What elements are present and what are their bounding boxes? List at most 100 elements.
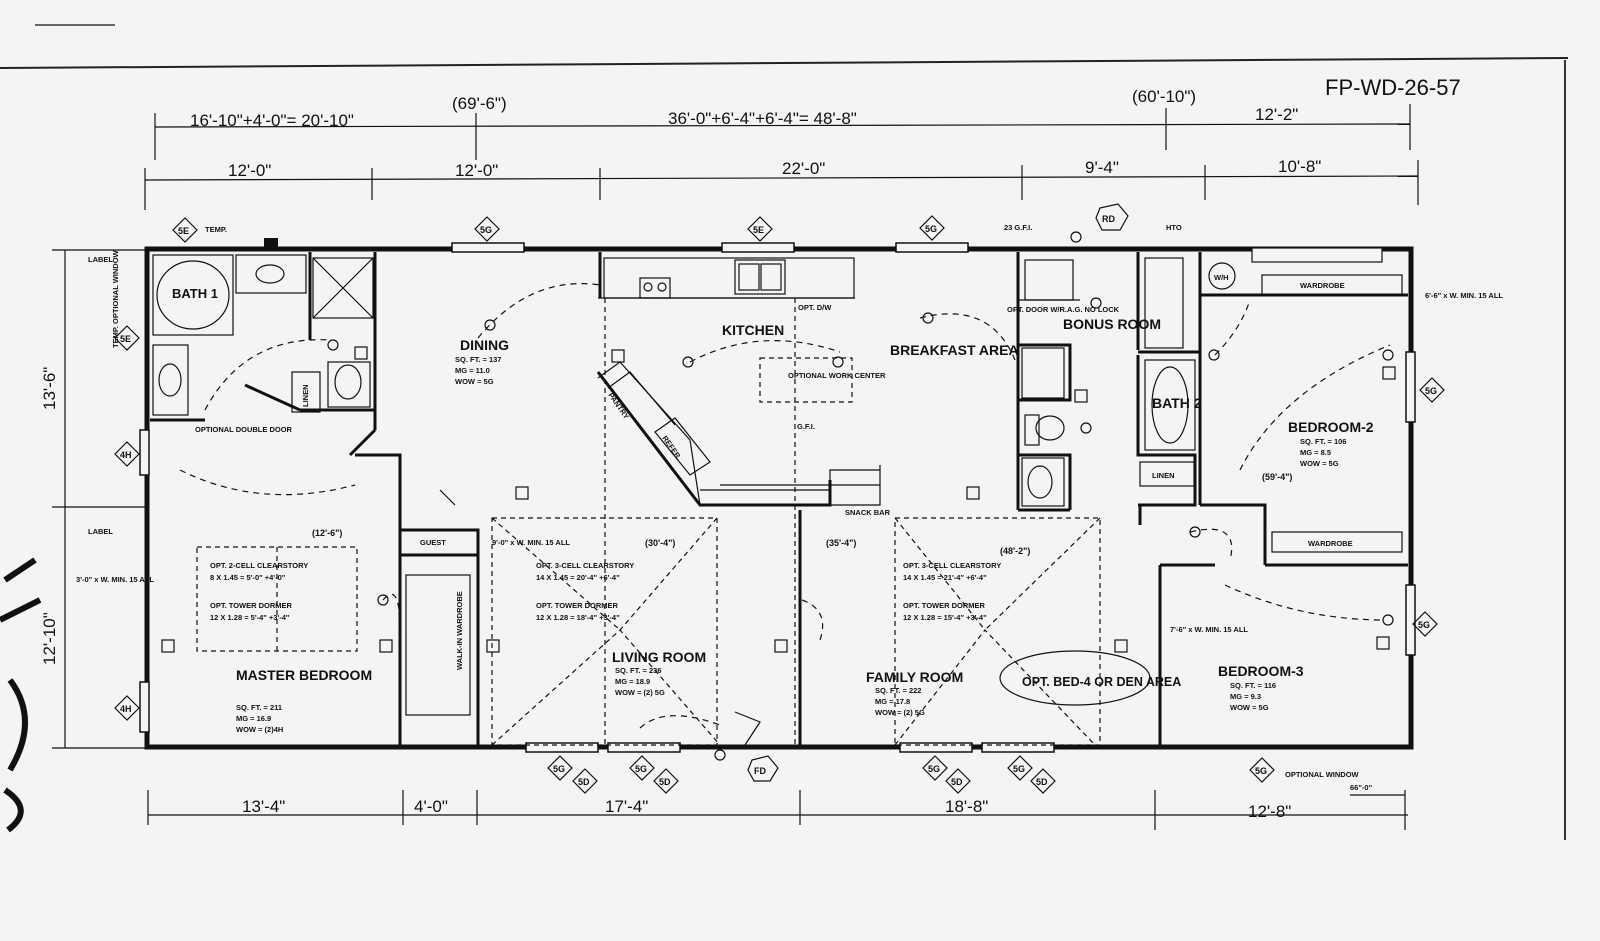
overall-length-note: (69'-6") [452, 94, 507, 113]
room-bedroom-3: BEDROOM-3 [1218, 663, 1304, 679]
bottom-dim-2: 4'-0" [414, 797, 448, 816]
top-right-total: 36'-0"+6'-4"+6'-4"= 48'-8" [668, 109, 857, 128]
svg-text:5G: 5G [480, 225, 492, 235]
window-tag-13: 5D [653, 768, 679, 794]
cl-right-4: 12 X 1.28 = 15'-4" +3'-4" [903, 613, 987, 622]
water-heater: W/H [1214, 273, 1229, 282]
wardrobe-1: WARDROBE [1300, 281, 1345, 290]
cl-mid-4: 12 X 1.28 = 18'-4" +3'-4" [536, 613, 620, 622]
window-tag-6: 4H [114, 441, 140, 467]
cl-mid-2: 14 X 1.45 = 20'-4" +6'-4" [536, 573, 620, 582]
rd-tag: RD [1102, 214, 1115, 224]
fd-tag: FD [754, 766, 766, 776]
gfi-label: G.F.I. [797, 422, 815, 431]
bath-1-fixtures: LINEN BATH 1 OPTIONAL DOUBLE DOOR TEMP. [152, 225, 374, 434]
bed2-wow: WOW = 5G [1300, 459, 1339, 468]
cl-left-4: 12 X 1.28 = 5'-4" +3'-4" [210, 613, 290, 622]
window-tag-17: 5D [1030, 768, 1056, 794]
window-tag-10: 5G [547, 755, 573, 781]
plan-notes: (12'-6") (30'-4") (35'-4") (48'-2") (59'… [312, 291, 1503, 779]
room-bath-1: BATH 1 [172, 286, 218, 301]
left-label-1: LABEL [88, 255, 113, 264]
svg-text:4H: 4H [120, 704, 132, 714]
door-swings [179, 283, 1391, 746]
optional-work-center: OPTIONAL WORK CENTER [788, 371, 886, 380]
opt-dw: OPT. D/W [798, 303, 832, 312]
top-left-total: 16'-10"+4'-0"= 20'-10" [190, 111, 354, 130]
note-48-2: (48'-2") [1000, 546, 1030, 556]
dim-seg-1: 12'-0" [228, 161, 271, 180]
bed2-mg: MG = 8.5 [1300, 448, 1331, 457]
top-dimension-row-1: 16'-10"+4'-0"= 20'-10" (69'-6") 36'-0"+6… [154, 87, 1411, 160]
note-12-6: (12'-6") [312, 528, 342, 538]
master-wow: WOW = (2)4H [236, 725, 283, 734]
room-bath-2: BATH 2 [1152, 395, 1202, 411]
bonus-bath2-fixtures: OPT. DOOR W/R.A.G. NO LOCK LINEN W/H WAR… [1004, 223, 1403, 553]
living-sqft: SQ. FT. = 236 [615, 666, 661, 675]
svg-text:5E: 5E [120, 334, 131, 344]
family-mg: MG = 17.8 [875, 697, 910, 706]
window-tag-7: 4H [114, 695, 140, 721]
window-tag-16: 5G [1007, 755, 1033, 781]
note-30-4: (30'-4") [645, 538, 675, 548]
pantry-label: PANTRY [606, 391, 631, 421]
dining-mg: MG = 11.0 [455, 366, 490, 375]
clearstory-notes-right: OPT. 3-CELL CLEARSTORY 14 X 1.45 = 21'-4… [903, 561, 1001, 622]
note-35-4: (35'-4") [826, 538, 856, 548]
hto-note: HTO [1166, 223, 1182, 232]
clearstory-notes-mid: OPT. 3-CELL CLEARSTORY 14 X 1.45 = 20'-4… [536, 561, 634, 622]
bed2-sqft: SQ. FT. = 106 [1300, 437, 1346, 446]
master-mg: MG = 16.9 [236, 714, 271, 723]
window-tag-4: 5G [919, 215, 945, 241]
rd-fd-tags: RD FD [747, 203, 1129, 782]
kitchen-fixtures: OPTIONAL WORK CENTER OPT. D/W G.F.I. PAN… [597, 257, 891, 517]
top-windows [139, 242, 1416, 753]
temp-optional-window: TEMP. OPTIONAL WINDOW [111, 249, 120, 348]
guest-label: GUEST [420, 538, 446, 547]
room-family: FAMILY ROOM [866, 669, 963, 685]
interior-walls [150, 252, 1408, 745]
snack-bar: SNACK BAR [845, 508, 891, 517]
cl-left-2: 8 X 1.45 = 5'-0" +4'-0" [210, 573, 286, 582]
window-tag-3: 5E [747, 216, 773, 242]
room-dining: DINING [460, 337, 509, 353]
side-dim-upper: 13'-6" [40, 367, 59, 410]
family-sqft: SQ. FT. = 222 [875, 686, 921, 695]
opt-bed-4: OPT. BED-4 OR DEN AREA [1022, 675, 1181, 689]
bed3-mg: MG = 9.3 [1230, 692, 1261, 701]
optional-window: OPTIONAL WINDOW [1285, 770, 1360, 779]
room-bedroom-2: BEDROOM-2 [1288, 419, 1374, 435]
svg-text:5G: 5G [1013, 764, 1025, 774]
plan-id: FP-WD-26-57 [1325, 75, 1461, 100]
room-kitchen: KITCHEN [722, 322, 784, 338]
walk-in-wardrobe: WALK-IN WARDROBE [455, 591, 464, 670]
clearstory-notes-left: OPT. 2-CELL CLEARSTORY 8 X 1.45 = 5'-0" … [210, 561, 308, 622]
svg-text:5E: 5E [753, 225, 764, 235]
svg-text:5G: 5G [1425, 386, 1437, 396]
bed3-sqft: SQ. FT. = 116 [1230, 681, 1276, 690]
living-mg: MG = 18.9 [615, 677, 650, 686]
master-sqft: SQ. FT. = 211 [236, 703, 282, 712]
bottom-dim-4: 18'-8" [945, 797, 988, 816]
left-egress-note: 3'-0" x W. MIN. 15 ALL [76, 575, 154, 584]
side-dimensions: 13'-6" 12'-10" LABEL TEMP. OPTIONAL WIND… [40, 249, 154, 749]
cl-mid-3: OPT. TOWER DORMER [536, 601, 619, 610]
cl-mid-1: OPT. 3-CELL CLEARSTORY [536, 561, 634, 570]
window-tag-1: 5E [172, 217, 198, 243]
family-wow: WOW = (2) 5G [875, 708, 925, 717]
clearstory-areas [196, 298, 1101, 746]
note-59-4: (59'-4") [1262, 472, 1292, 482]
cl-left-3: OPT. TOWER DORMER [210, 601, 293, 610]
left-label-2: LABEL [88, 527, 113, 536]
window-tag-15: 5D [945, 768, 971, 794]
window-tag-14: 5G [922, 755, 948, 781]
cl-left-1: OPT. 2-CELL CLEARSTORY [210, 561, 308, 570]
room-master: MASTER BEDROOM [236, 667, 372, 683]
egress-7: 7'-6" x W. MIN. 15 ALL [1170, 625, 1248, 634]
dining-sqft: SQ. FT. = 137 [455, 355, 501, 364]
cl-right-1: OPT. 3-CELL CLEARSTORY [903, 561, 1001, 570]
svg-text:5E: 5E [178, 226, 189, 236]
room-bonus: BONUS ROOM [1063, 316, 1161, 332]
linen-label-1: LINEN [301, 385, 310, 408]
